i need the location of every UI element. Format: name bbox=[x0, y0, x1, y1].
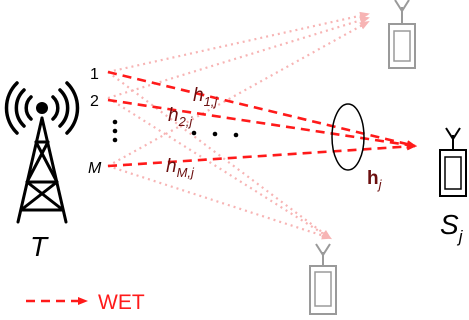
beam-2-to-lower-device bbox=[107, 97, 332, 240]
beam-m-to-sj bbox=[107, 142, 417, 168]
beam-2-to-upper-device bbox=[107, 16, 370, 100]
beam-1-to-sj bbox=[107, 70, 417, 149]
legend: WET bbox=[26, 291, 145, 314]
antenna-label-m: M bbox=[88, 160, 102, 177]
signal-waves-icon bbox=[4, 81, 80, 135]
receiver-label: Sj bbox=[440, 209, 464, 246]
antenna-label-2: 2 bbox=[90, 93, 99, 110]
antenna-label-1: 1 bbox=[90, 66, 99, 83]
faded-beams bbox=[107, 11, 370, 240]
channel-dots bbox=[191, 130, 239, 138]
beam-2-to-sj bbox=[107, 98, 417, 149]
beam-m-to-lower-device bbox=[107, 164, 332, 240]
tower-icon bbox=[16, 116, 68, 224]
transmitter-label: T bbox=[30, 231, 49, 262]
channel-vector-label: hj bbox=[367, 168, 383, 192]
channel-label-h1: h1,j bbox=[193, 85, 218, 109]
legend-wet-label: WET bbox=[98, 291, 145, 314]
wet-beams bbox=[107, 70, 417, 168]
receiver-device-icon bbox=[439, 127, 467, 197]
lower-device-icon bbox=[309, 243, 337, 315]
beam-1-to-lower-device bbox=[107, 71, 332, 240]
beam-m-to-upper-device bbox=[107, 21, 370, 167]
channel-vector-ellipse bbox=[331, 103, 365, 171]
upper-device-icon bbox=[388, 0, 416, 69]
vertical-dots bbox=[112, 119, 118, 143]
channel-label-h2: h2,j bbox=[168, 105, 193, 129]
beam-1-to-upper-device bbox=[107, 11, 370, 74]
channel-label-hm: hM,j bbox=[166, 156, 195, 180]
